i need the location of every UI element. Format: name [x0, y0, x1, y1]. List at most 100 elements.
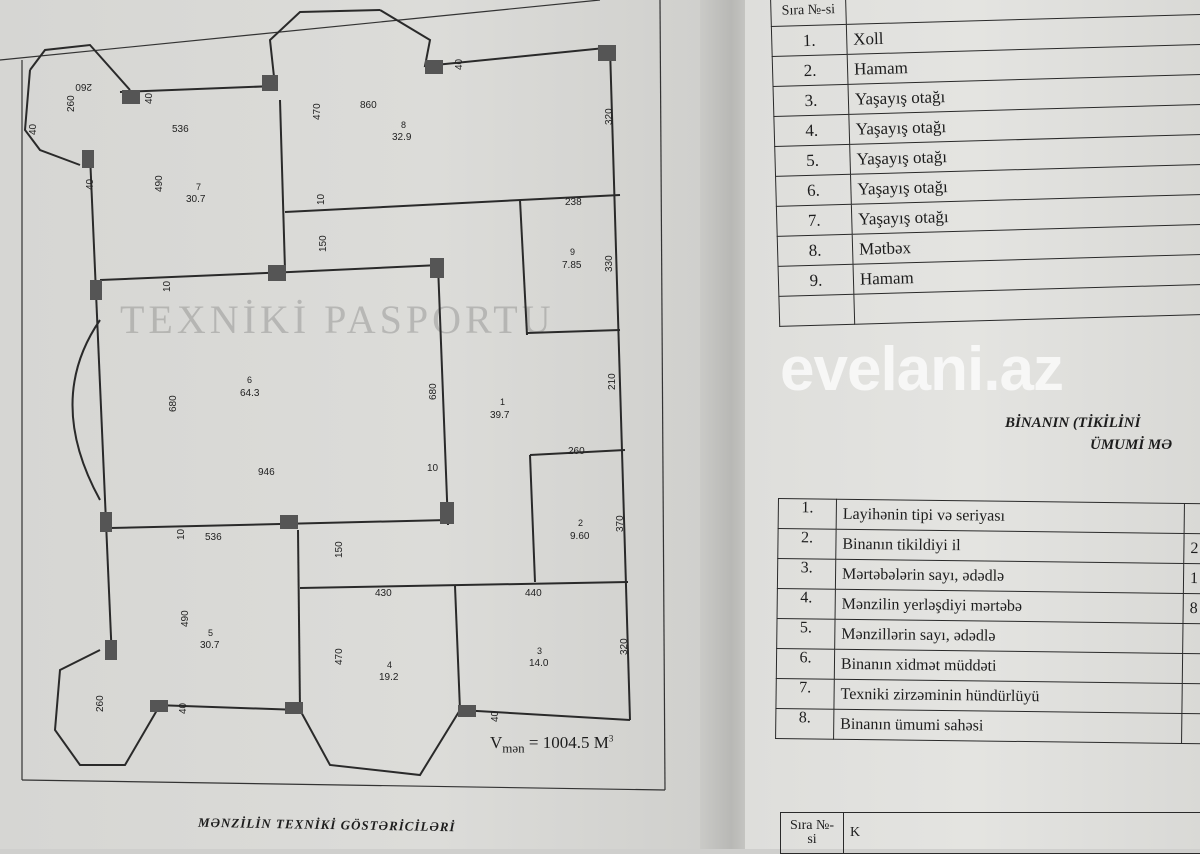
- volume-subscript: mən: [502, 740, 524, 755]
- dim: 260: [568, 446, 585, 457]
- room-1-number: 1: [500, 397, 505, 407]
- dim: 320: [619, 638, 630, 655]
- room-2-number: 2: [578, 518, 583, 528]
- section-title-line1: BİNANIN (TİKİLİNİ: [1005, 415, 1140, 432]
- row-value: [1184, 503, 1200, 533]
- room-1-area: 39.7: [490, 410, 510, 421]
- row-number: 1.: [771, 24, 847, 56]
- room-6-area: 64.3: [240, 388, 260, 399]
- table-row: 8.Binanın ümumi sahəsi: [776, 708, 1200, 743]
- dim: 40: [28, 123, 39, 135]
- dim: 536: [172, 124, 189, 135]
- row-number: 6.: [776, 174, 852, 206]
- row-label: Binanın xidmət müddəti: [834, 649, 1182, 683]
- row-value: [1182, 683, 1200, 713]
- dim: 330: [604, 255, 615, 272]
- dim: 490: [154, 175, 165, 192]
- row-number: 2.: [772, 54, 848, 86]
- dim: 320: [604, 108, 615, 125]
- watermark: evelani.az: [780, 336, 1063, 404]
- dim: 260: [75, 81, 92, 92]
- room-3-number: 3: [537, 646, 542, 656]
- dim: 40: [454, 58, 465, 70]
- dim: 860: [360, 100, 377, 111]
- dim: 40: [144, 92, 155, 104]
- row-number: 2.: [778, 529, 836, 560]
- room-2-area: 9.60: [570, 531, 590, 542]
- row-label: Binanın ümumi sahəsi: [834, 709, 1182, 743]
- row-number: 4.: [774, 114, 850, 146]
- volume-readout: Vmən = 1004.5 M3: [490, 733, 613, 756]
- section-title-line2: ÜMUMİ MƏ: [1090, 437, 1172, 454]
- row-value: [1182, 713, 1200, 743]
- row-label: Mənzillərin sayı, ədədlə: [835, 619, 1183, 653]
- row-number: 8.: [777, 234, 853, 266]
- room-7-number: 7: [196, 182, 201, 192]
- row-number: 5.: [777, 618, 835, 649]
- dim: 440: [525, 588, 542, 599]
- dim: 10: [316, 193, 327, 205]
- volume-value: = 1004.5 M: [529, 733, 609, 752]
- row-number: 5.: [775, 144, 851, 176]
- row-number: 1.: [778, 499, 836, 530]
- room-8-number: 8: [401, 120, 406, 130]
- floor-plan: 7 30.7 8 32.9 9 7.85 6 64.3 1 39.7 2 9.6…: [0, 0, 725, 849]
- row-number: 3.: [777, 559, 835, 590]
- dim: 680: [428, 383, 439, 400]
- volume-label: V: [490, 733, 502, 752]
- row-value: 1: [1183, 563, 1200, 593]
- rooms-table: Sıra №-si 1.Xoll 2.Hamam 3.Yaşayış otağı…: [770, 0, 1200, 327]
- room-7-area: 30.7: [186, 194, 206, 205]
- row-value: 2: [1184, 533, 1200, 563]
- dim: 10: [162, 280, 173, 292]
- dim: 40: [178, 702, 189, 714]
- row-number: 8.: [776, 708, 834, 739]
- row-number: 3.: [773, 84, 849, 116]
- dim: 946: [258, 467, 275, 478]
- dim: 536: [205, 532, 222, 543]
- dim: 470: [334, 648, 345, 665]
- dim: 10: [427, 463, 439, 474]
- room-9-number: 9: [570, 247, 575, 257]
- row-value: [1182, 653, 1200, 683]
- dim: 150: [318, 235, 329, 252]
- volume-unit-sup: 3: [609, 733, 614, 743]
- dim: 370: [615, 515, 626, 532]
- dim: 40: [85, 178, 96, 190]
- dim: 260: [66, 95, 77, 112]
- dim: 150: [334, 541, 345, 558]
- room-9-area: 7.85: [562, 260, 582, 271]
- dim: 430: [375, 588, 392, 599]
- row-number: 7.: [776, 678, 834, 709]
- row-number: 6.: [776, 648, 834, 679]
- row-label: Mərtəbələrin sayı, ədədlə: [835, 559, 1183, 593]
- header-name: K: [844, 813, 1200, 854]
- room-4-area: 19.2: [379, 672, 399, 683]
- dim: 260: [95, 695, 106, 712]
- dimension-labels: 260 260 40 40 40 40 536 860 470 320 490 …: [28, 58, 630, 722]
- dim: 210: [607, 373, 618, 390]
- row-label: Binanın tikildiyi il: [836, 529, 1184, 563]
- row-number: 4.: [777, 588, 835, 619]
- room-3-area: 14.0: [529, 658, 549, 669]
- dim: 238: [565, 197, 582, 208]
- dim: 10: [176, 528, 187, 540]
- row-number: 9.: [778, 264, 854, 296]
- header-number: Sıra №-si: [771, 0, 847, 26]
- dim: 40: [490, 710, 501, 722]
- room-4-number: 4: [387, 660, 392, 670]
- row-number: 7.: [776, 204, 852, 236]
- building-info-table: 1.Layihənin tipi və seriyası 2.Binanın t…: [775, 498, 1200, 744]
- columns: [82, 45, 616, 717]
- room-6-number: 6: [247, 375, 252, 385]
- room-5-number: 5: [208, 628, 213, 638]
- dim: 490: [180, 610, 191, 627]
- dim: 470: [312, 103, 323, 120]
- room-5-area: 30.7: [200, 640, 220, 651]
- row-label: Layihənin tipi və seriyası: [836, 499, 1184, 533]
- room-8-area: 32.9: [392, 132, 412, 143]
- dim: 680: [168, 395, 179, 412]
- row-value: 8: [1183, 593, 1200, 623]
